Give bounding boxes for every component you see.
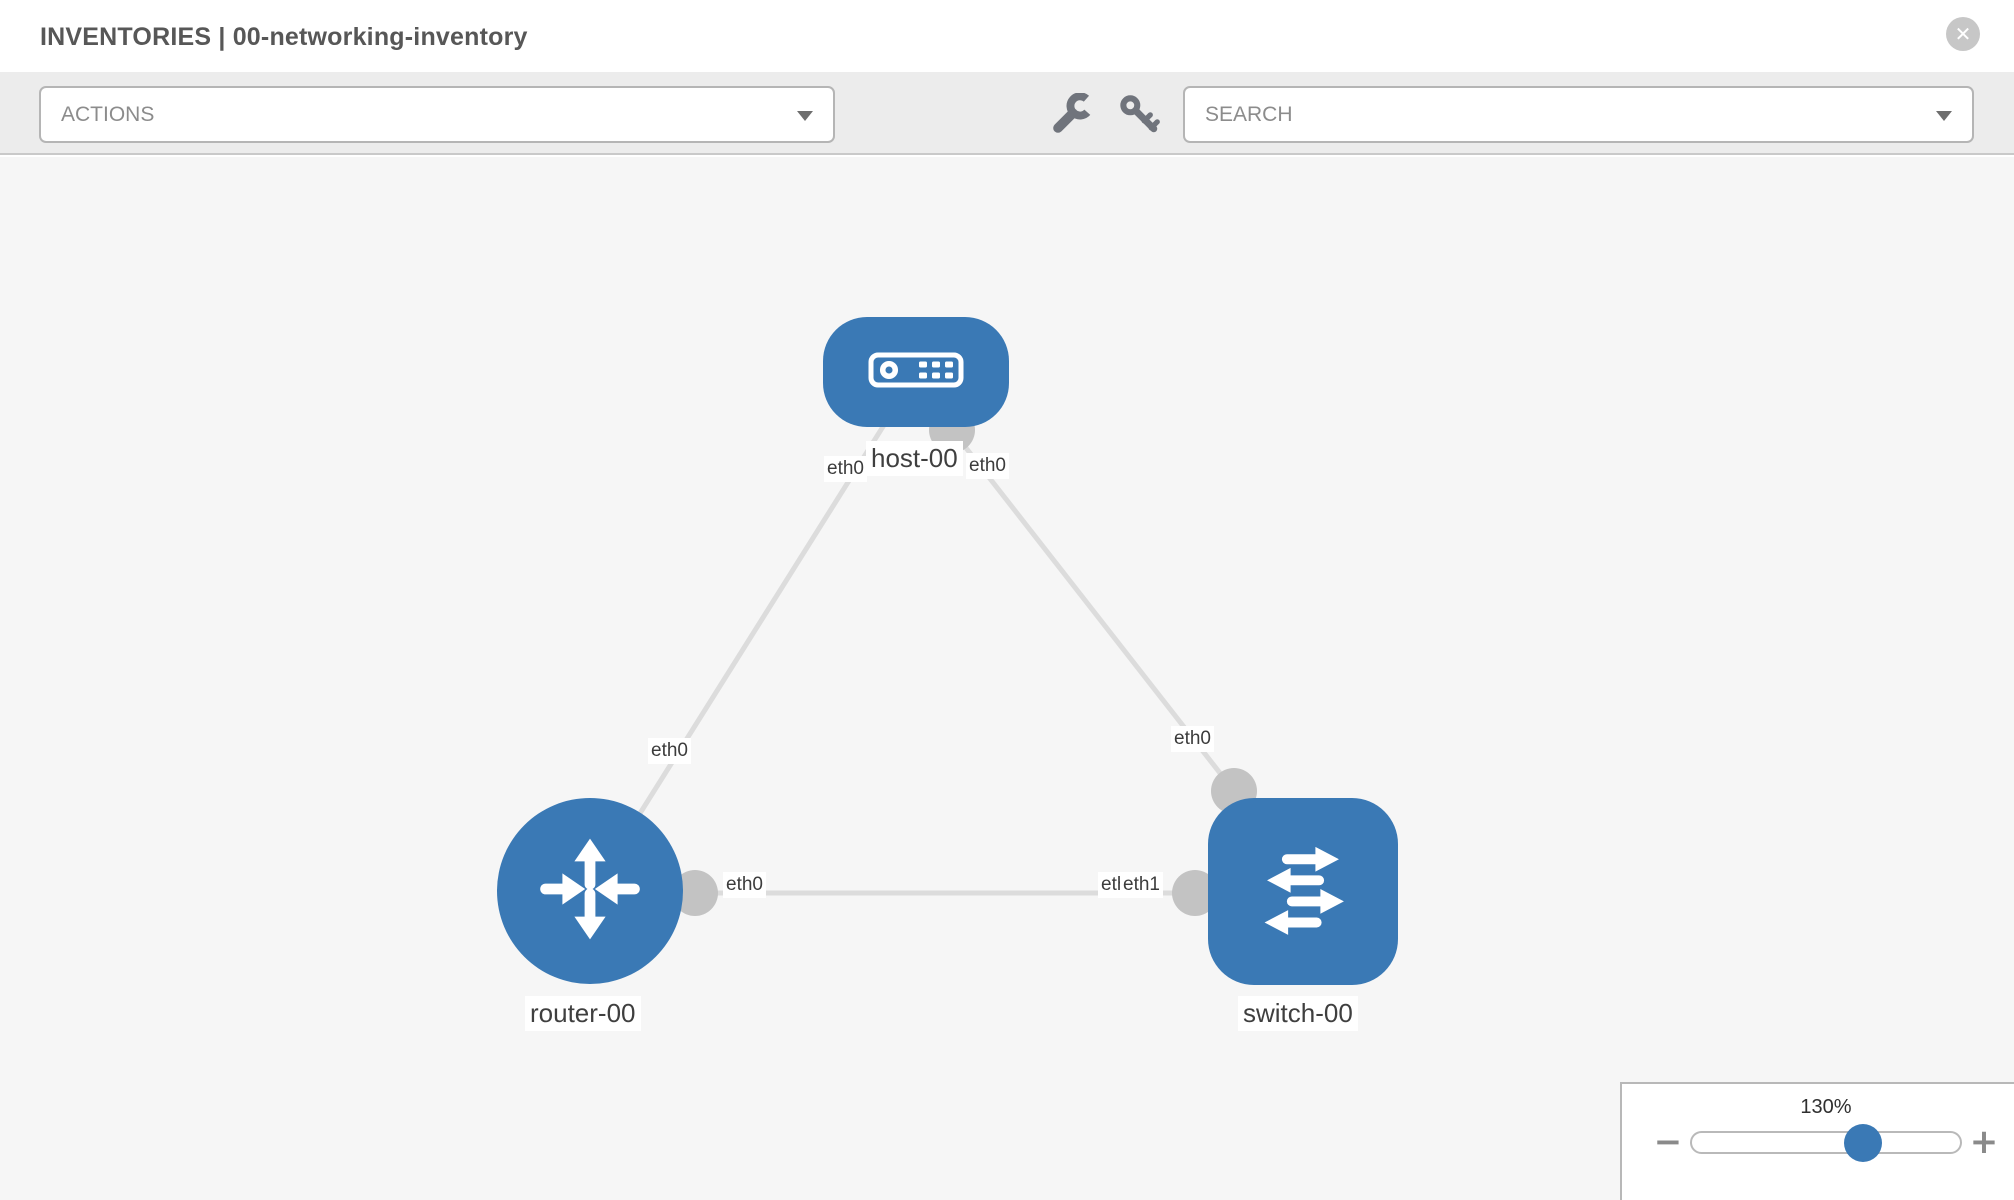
interface-connector-router-right — [672, 870, 718, 916]
interface-label-router-eth0-top: eth0 — [648, 738, 691, 764]
interface-label-host-eth0-right: eth0 — [966, 453, 1009, 479]
key-icon — [1118, 95, 1160, 137]
interface-connector-switch-left — [1172, 870, 1218, 916]
page-title: INVENTORIES | 00-networking-inventory — [40, 23, 528, 51]
switch-icon — [1241, 827, 1365, 956]
node-router-00[interactable] — [497, 798, 683, 984]
close-icon[interactable]: ✕ — [1946, 17, 1980, 51]
node-host-00[interactable] — [823, 317, 1009, 427]
interface-label-host-eth0-left: eth0 — [824, 456, 867, 482]
links-layer — [587, 372, 1303, 916]
router-icon — [530, 829, 650, 954]
interface-label-switch-eth1-left: eth1 — [1120, 872, 1163, 898]
node-label-switch: switch-00 — [1238, 996, 1358, 1031]
wrench-icon — [1051, 92, 1093, 138]
node-label-host: host-00 — [866, 441, 963, 476]
node-switch-00[interactable] — [1208, 798, 1398, 985]
zoom-level-text: 130% — [1800, 1096, 1852, 1118]
zoom-panel: 130% − + — [1620, 1082, 2014, 1200]
zoom-slider-track[interactable] — [1690, 1124, 1962, 1162]
chevron-down-icon — [797, 111, 813, 121]
topology-canvas[interactable]: host-00 router-00 switch-00 eth0 eth0 et… — [0, 157, 2014, 1200]
interface-label-router-eth0-right: eth0 — [723, 872, 766, 898]
wrench-button[interactable] — [1051, 92, 1093, 138]
actions-dropdown-label: ACTIONS — [61, 103, 155, 126]
interface-label-switch-eth0-top: eth0 — [1171, 726, 1214, 752]
key-button[interactable] — [1118, 94, 1160, 134]
host-icon — [868, 352, 964, 393]
zoom-out-button[interactable]: − — [1646, 1120, 1690, 1164]
actions-dropdown[interactable]: ACTIONS — [39, 86, 835, 143]
title-bar: INVENTORIES | 00-networking-inventory ✕ — [0, 0, 2014, 72]
search-dropdown-label: SEARCH — [1205, 103, 1293, 126]
search-dropdown[interactable]: SEARCH — [1183, 86, 1974, 143]
toolbar: ACTIONS SEARCH — [0, 72, 2014, 155]
chevron-down-icon — [1936, 111, 1952, 121]
zoom-slider-thumb[interactable] — [1844, 1124, 1882, 1162]
zoom-in-button[interactable]: + — [1962, 1120, 2006, 1164]
node-label-router: router-00 — [525, 996, 641, 1031]
